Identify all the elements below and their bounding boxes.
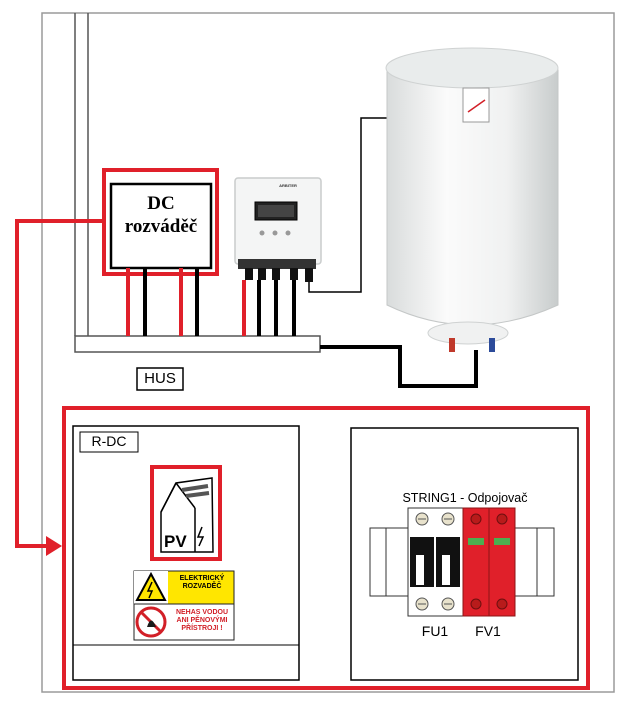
water-heater [385,47,559,352]
dc-connection-line [15,219,104,548]
hus-shelf [74,335,321,353]
dc-box-label: DC rozváděč [124,193,198,237]
fu1-label: FU1 [421,623,449,639]
r-dc-label: R-DC [91,433,127,449]
string-label: STRING1 - Odpojovač [402,491,528,505]
hus-label: HUS [144,370,176,387]
inverter [234,177,322,282]
pv-label: PV [164,532,187,551]
din-rail-right [513,527,555,597]
hus-box [136,367,184,391]
arrow-head-icon [46,536,62,556]
fu1-fuse-holder [407,507,464,617]
no-water-warning-sign [133,603,235,641]
pv-house-icon [160,477,214,553]
fv1-label: FV1 [475,623,501,639]
r-dc-tag [79,431,139,453]
din-rail-left [369,527,411,597]
r-dc-red-frame [62,406,590,690]
electric-warning-text: ELEKTRICKÝ ROZVADĚČ [179,575,225,590]
boiler-cable [320,345,478,388]
no-water-warning-text: NEHAS VODOU ANI PĚNOVÝMI PŘÍSTROJI ! [175,609,229,632]
electric-warning-sign [133,570,235,605]
inverter-brand-label: ARBITER [279,183,297,188]
dc-box-cables [126,268,199,336]
fv1-surge-protector [462,507,516,617]
inverter-cables [242,280,296,336]
dc-box-black-outline [109,182,213,270]
outer-frame [41,12,615,693]
